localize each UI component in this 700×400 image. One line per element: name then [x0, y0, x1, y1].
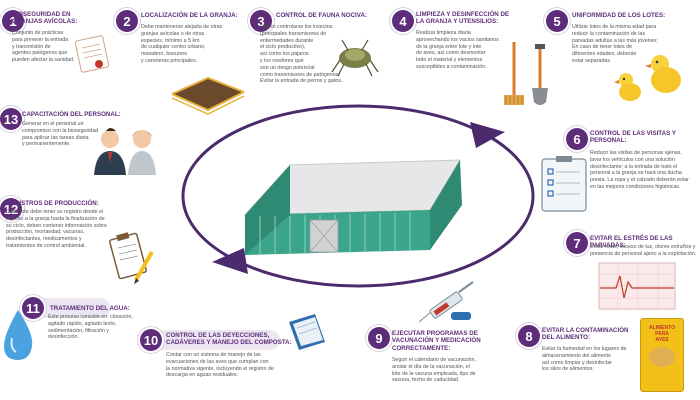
feed-grain-icon — [649, 347, 675, 367]
step-number-7: 7 — [566, 232, 588, 254]
cycle-arrow-top — [470, 122, 505, 148]
item-11-title: TRATAMIENTO DEL AGUA: — [50, 305, 130, 312]
item-5-text: Utilizar lotes de la misma edad para red… — [572, 24, 658, 64]
step-number-10: 10 — [140, 329, 162, 351]
step-number-6: 6 — [566, 128, 588, 150]
item-3-title: CONTROL DE FAUNA NOCIVA: — [276, 12, 367, 19]
item-1-text: Conjunto de prácticas para prevenir la e… — [12, 30, 75, 64]
feed-bag-label-3: AVES — [655, 337, 669, 343]
item-10-text: Contar con un sistema de manejo de las e… — [166, 352, 274, 379]
item-12-title: REGISTROS DE PRODUCCIÓN: — [6, 200, 99, 207]
cycle-ring — [181, 104, 535, 288]
item-7-text: Evitar ruido, exceso de luz, olores extr… — [590, 244, 697, 257]
feed-bag-label-2: PARA — [655, 331, 669, 337]
item-4-title: LIMPIEZA Y DESINFECCIÓN DE LA GRANJA Y U… — [416, 11, 510, 26]
clipboard-icon — [109, 232, 154, 284]
syringe-icon — [418, 281, 474, 323]
feed-bag-label-1: ALIMENTO — [648, 325, 676, 331]
farm-fence-icon — [171, 76, 245, 115]
step-number-13: 13 — [0, 108, 22, 130]
water-drop-icon — [4, 310, 33, 360]
checklist-icon — [541, 156, 587, 212]
item-6-text: Reducir las visitas de personas ajenas, … — [590, 150, 689, 190]
item-7-title: EVITAR EL ESTRÉS DE LAS PARVADAS: — [590, 235, 673, 250]
item-9-text: Seguir el calendario de vacunación, anot… — [392, 357, 476, 384]
step-number-12: 12 — [0, 198, 22, 220]
step-number-3: 3 — [250, 10, 272, 32]
item-8-title: EVITAR LA CONTAMINACIÓN DEL ALIMENTO: — [542, 327, 629, 342]
step-number-8: 8 — [518, 325, 540, 347]
item-13-text: Generar en el personal un compromiso con… — [22, 121, 99, 148]
step-number-5: 5 — [546, 10, 568, 32]
item-11-text: Este proceso consiste en: cloración, agi… — [48, 314, 133, 341]
item-10-title-pill — [140, 330, 280, 350]
item-2-text: Debe mantenerse alejada de otras granjas… — [141, 24, 223, 64]
step-number-9: 9 — [368, 327, 390, 349]
item-10-title: CONTROL DE LAS DEYECCIONES, CADÁVERES Y … — [166, 332, 292, 347]
manual-book-icon — [289, 314, 325, 350]
item-12-text: Cada lote debe tener su registro desde e… — [6, 209, 107, 249]
step-number-2: 2 — [116, 10, 138, 32]
monitor-chart-icon — [598, 262, 676, 310]
cycle-arrow-bottom — [212, 248, 248, 274]
staff-people-icon — [94, 128, 156, 175]
item-6-title: CONTROL DE LAS VISITAS Y PERSONAL: — [590, 130, 676, 145]
item-13-title: CAPACITACIÓN DEL PERSONAL: — [22, 111, 121, 118]
scroll-document-icon — [74, 35, 110, 73]
item-5-title: UNIFORMIDAD DE LOS LOTES: — [572, 12, 666, 19]
item-3-text: Deben controlarse los insectos (principa… — [260, 24, 343, 85]
insect-icon — [331, 39, 379, 77]
chicks-icon — [614, 55, 681, 101]
item-1-title: BIOSEGURIDAD EN GRANJAS AVÍCOLAS: — [12, 11, 78, 26]
item-2-title: LOCALIZACIÓN DE LA GRANJA: — [141, 12, 238, 19]
feed-bag-icon: ALIMENTO PARA AVES — [640, 318, 684, 392]
item-4-text: Realizar limpieza diaria aprovechando lo… — [416, 30, 499, 70]
broom-shovel-icon — [504, 42, 548, 105]
step-number-4: 4 — [392, 10, 414, 32]
step-number-11: 11 — [22, 297, 44, 319]
item-8-text: Evitar la humedad en los lugares de alma… — [542, 346, 627, 373]
step-number-1: 1 — [2, 10, 24, 32]
item-9-title: EJECUTAR PROGRAMAS DE VACUNACIÓN Y MEDIC… — [392, 330, 481, 352]
poultry-barn-illustration — [243, 159, 462, 255]
